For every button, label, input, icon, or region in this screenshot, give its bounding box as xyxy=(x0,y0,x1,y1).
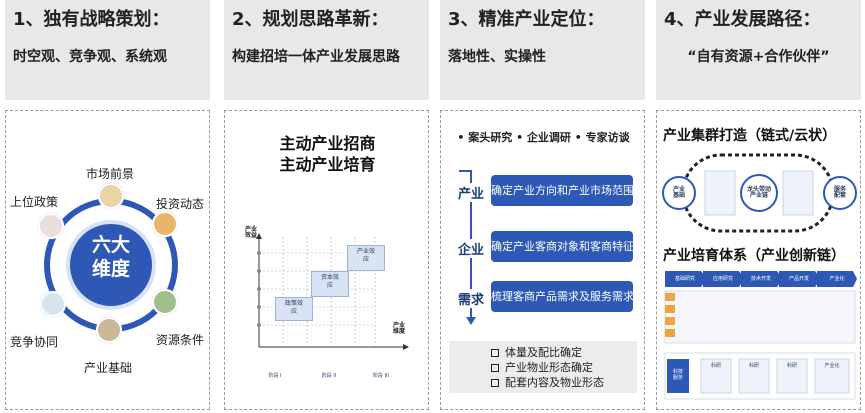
column-strategy: 1、独有战略策划： 时空观、竞争观、系统观 六大 维度 市场前景 投资动态 资源… xyxy=(5,0,210,413)
chain-step: 基础研究 xyxy=(674,276,695,282)
chain-step: 技术开发 xyxy=(750,276,771,282)
cluster-left: 产业基础 xyxy=(672,186,685,199)
market-image xyxy=(98,183,124,209)
innovation-chain xyxy=(664,271,857,400)
industry-image xyxy=(96,317,122,343)
checklist-item: 产业物业形态确定 xyxy=(491,360,637,375)
bar-enterprise: 确定产业客商对象和客商特征 xyxy=(491,231,634,262)
checklist-item: 配套内容及物业形态 xyxy=(491,375,637,390)
cluster-center: 龙头带动产业链 xyxy=(746,186,771,199)
dimension-industry: 产业基础 xyxy=(84,361,133,375)
panel-title: 主动产业招商 主动产业培育 xyxy=(279,134,376,174)
dimension-center xyxy=(70,224,152,306)
y-axis-label: 产业效益 xyxy=(244,226,257,239)
cluster-right: 服务配套 xyxy=(833,186,846,199)
header-strategy: 1、独有战略策划： 时空观、竞争观、系统观 xyxy=(5,0,210,100)
column-subtitle: 落地性、实操性 xyxy=(448,49,546,65)
column-development: 4、产业发展路径： “自有资源+合作伙伴” 产业集群打造（链式/云状） 产业基础… xyxy=(656,0,861,413)
chain-step: 产业化 xyxy=(829,276,845,282)
column-title: 4、产业发展路径： xyxy=(664,9,821,30)
header-positioning: 3、精准产业定位： 落地性、实操性 xyxy=(440,0,645,100)
tag-enterprise: 企业 xyxy=(455,239,487,258)
column-title: 1、独有战略策划： xyxy=(13,9,170,30)
dimension-resource: 资源条件 xyxy=(156,333,205,347)
tag-demand: 需求 xyxy=(455,289,487,308)
column-subtitle: “自有资源+合作伙伴” xyxy=(687,49,830,65)
checklist: 体量及配比确定 产业物业形态确定 配套内容及物业形态 xyxy=(449,341,637,393)
research-methods: • 案头研究 • 企业调研 • 专家访谈 xyxy=(457,131,630,144)
cluster-diagram xyxy=(662,153,857,233)
checklist-item: 体量及配比确定 xyxy=(491,345,637,360)
column-positioning: 3、精准产业定位： 落地性、实操性 • 案头研究 • 企业调研 • 专家访谈 产… xyxy=(440,0,645,413)
column-subtitle: 时空观、竞争观、系统观 xyxy=(13,49,167,65)
tag-industry: 产业 xyxy=(455,183,487,202)
panel-positioning: • 案头研究 • 企业调研 • 专家访谈 产业 确定产业方向和产业市场范围 企业… xyxy=(440,110,645,410)
header-development: 4、产业发展路径： “自有资源+合作伙伴” xyxy=(656,0,861,100)
header-planning: 2、规划思路革新： 构建招培一体产业发展思路 xyxy=(224,0,429,100)
bar-industry: 确定产业方向和产业市场范围 xyxy=(491,175,634,206)
checkbox-icon xyxy=(491,349,499,357)
panel-planning: 主动产业招商 主动产业培育 政策效应 xyxy=(224,110,429,410)
chain-step: 产品开发 xyxy=(788,276,809,282)
checkbox-icon xyxy=(491,379,499,387)
dimension-policy: 上位政策 xyxy=(10,195,59,209)
dimension-investment: 投资动态 xyxy=(156,197,205,211)
chain-bottom-label: 科研 xyxy=(786,363,797,369)
column-subtitle: 构建招培一体产业发展思路 xyxy=(232,49,400,65)
chain-step: 应用研究 xyxy=(712,276,733,282)
chain-bottom-label: 科研 xyxy=(748,363,759,369)
step-capital: 资本效应 xyxy=(311,271,349,297)
chain-heading: 产业培育体系（产业创新链） xyxy=(663,248,845,264)
chain-bottom-label: 产业化 xyxy=(824,363,840,369)
panel-development: 产业集群打造（链式/云状） 产业基础 龙头带动产业链 服务配套 产业培育体系（产… xyxy=(656,110,861,410)
step-industry: 产业效应 xyxy=(347,245,385,271)
checkbox-icon xyxy=(491,364,499,372)
policy-image xyxy=(38,213,64,239)
x-axis-label: 产业维度 xyxy=(392,322,405,335)
resource-image xyxy=(152,289,178,315)
dimension-competition: 竞争协同 xyxy=(10,335,59,349)
dimension-center-text: 六大 维度 xyxy=(91,234,130,280)
panel-six-dimensions: 六大 维度 市场前景 投资动态 资源条件 产业基础 竞争协同 上位政策 xyxy=(5,110,210,410)
chain-bottom-label: 科研 xyxy=(710,363,721,369)
column-title: 3、精准产业定位： xyxy=(448,9,605,30)
column-title: 2、规划思路革新： xyxy=(232,9,389,30)
column-planning: 2、规划思路革新： 构建招培一体产业发展思路 主动产业招商 主动产业培育 xyxy=(224,0,429,413)
bar-demand: 梳理客商产品需求及服务需求 xyxy=(491,281,634,312)
step-policy: 政策效应 xyxy=(275,297,313,321)
phase-1: 阶段 I xyxy=(268,373,282,379)
cluster-heading: 产业集群打造（链式/云状） xyxy=(663,128,837,144)
chain-bottom-label: 科技服务 xyxy=(672,369,683,381)
staircase-chart xyxy=(256,233,409,350)
competition-image xyxy=(40,291,66,317)
phase-3: 阶段 III xyxy=(372,373,389,379)
phase-2: 阶段 II xyxy=(321,373,337,379)
dimension-market: 市场前景 xyxy=(86,167,135,181)
investment-image xyxy=(152,211,178,237)
flow-line xyxy=(459,170,476,325)
